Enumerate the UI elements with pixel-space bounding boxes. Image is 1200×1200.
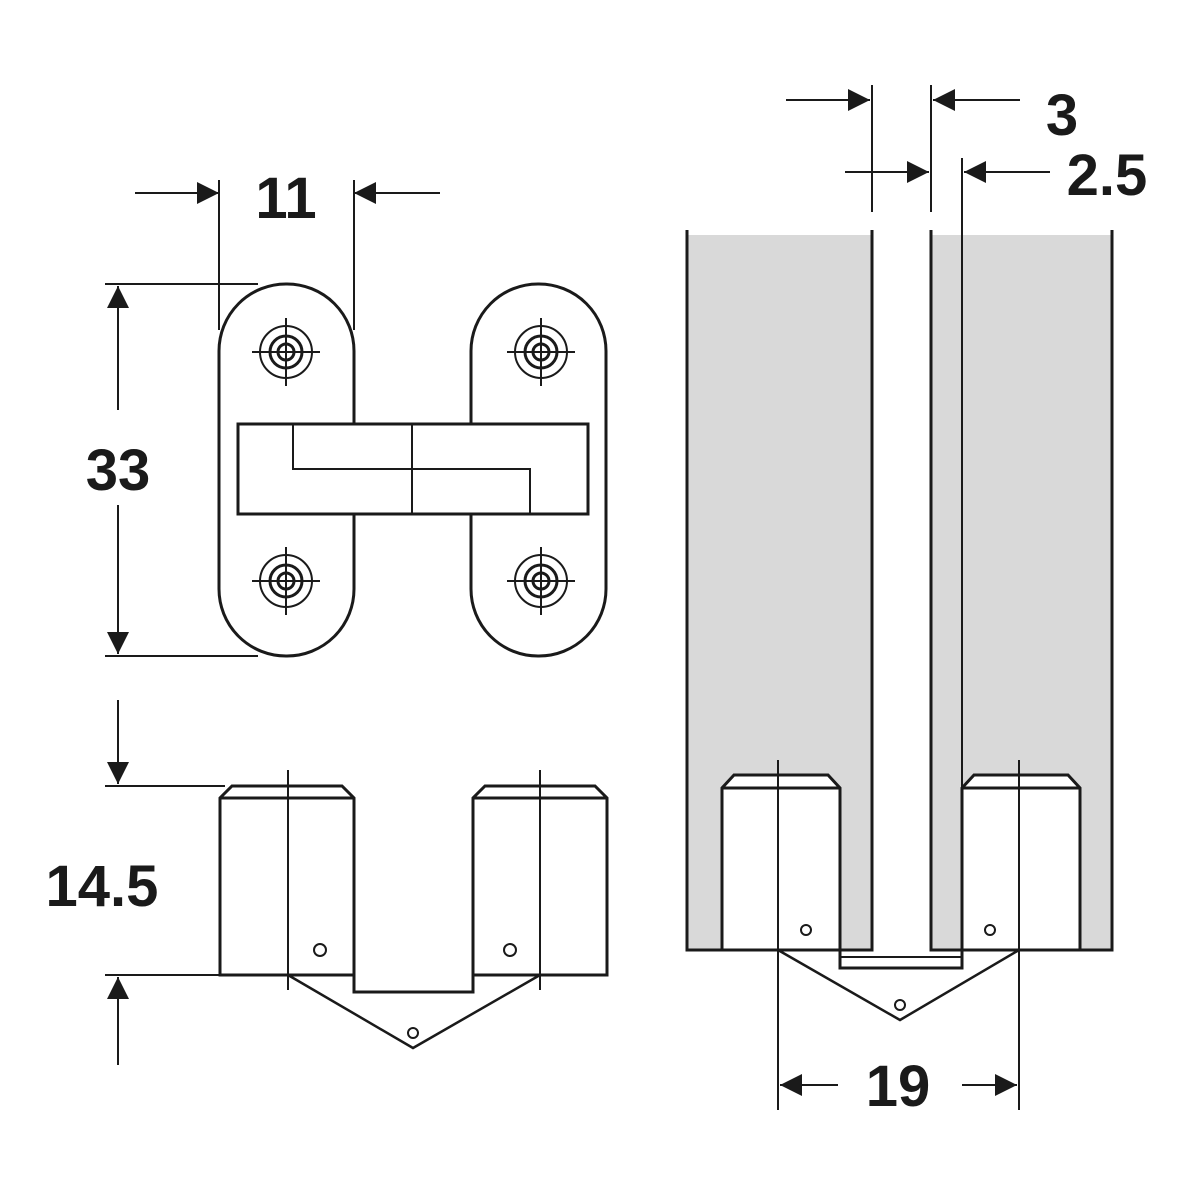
dimension-hinge-height: [105, 283, 258, 657]
hinge-side-view: [218, 770, 609, 1050]
dimension-hinge-depth: [105, 700, 225, 1065]
installed-view: [685, 230, 1114, 1110]
dimension-gap: [786, 85, 1020, 212]
dimension-label-depth: 14.5: [46, 854, 159, 919]
dimension-label-height: 33: [86, 438, 151, 503]
hinge-front-view: [217, 282, 608, 658]
screw-hole-icon: [250, 545, 322, 617]
screw-hole-icon: [505, 545, 577, 617]
dimension-offset: [845, 158, 1050, 950]
dimension-label-span: 19: [866, 1054, 931, 1119]
dimension-label-gap: 3: [1046, 83, 1078, 148]
screw-hole-icon: [505, 316, 577, 388]
dimension-label-width: 11: [255, 166, 316, 231]
dimension-label-offset: 2.5: [1067, 143, 1148, 208]
dimension-hinge-width: [135, 180, 440, 330]
screw-hole-icon: [250, 316, 322, 388]
